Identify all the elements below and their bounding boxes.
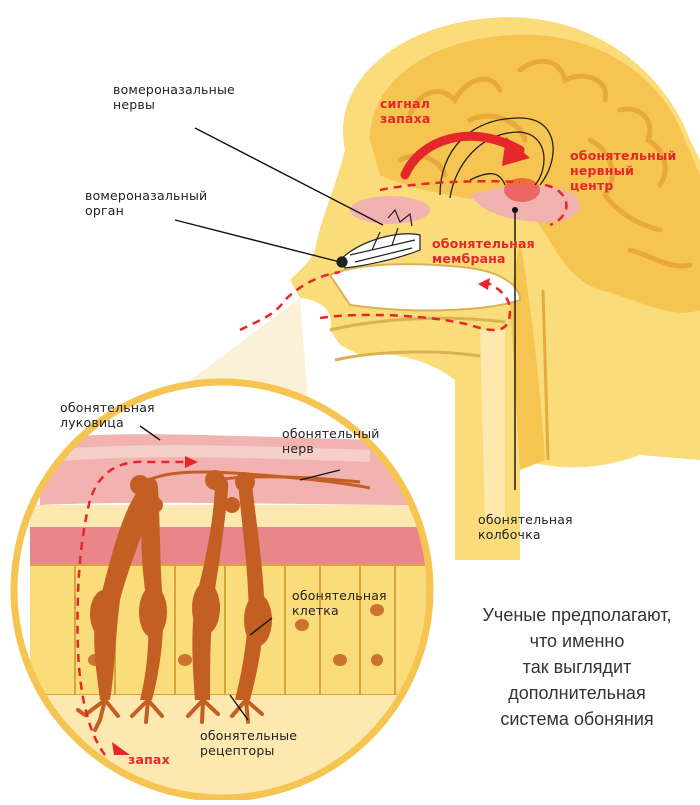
label-olfactory-receptors: обонятельные рецепторы: [200, 728, 298, 758]
circle-smell-path: [76, 460, 185, 756]
label-olfactory-knob: обонятельная колбочка: [478, 512, 573, 542]
nasal-cavity: [328, 263, 522, 312]
label-vomeronasal-nerves: вомероназальные нервы: [113, 82, 235, 112]
bulb-fibers: [139, 470, 371, 490]
vomeronasal-organ-sketch: [336, 208, 421, 269]
signal-arrow: [400, 131, 525, 180]
label-vomeronasal-organ: вомероназальный орган: [85, 188, 208, 218]
label-olfactory-cell: обонятельная клетка: [292, 588, 387, 618]
brain-folds: [397, 58, 693, 269]
brain-nerve-lines: [439, 117, 554, 199]
receptor-cells: [90, 473, 272, 700]
label-olfactory-nerve-center: обонятельный нервный центр: [570, 148, 677, 193]
label-smell: запах: [128, 752, 170, 767]
label-olfactory-membrane: обонятельная мембрана: [432, 236, 535, 266]
olfactory-center-shape: [470, 185, 581, 223]
caption: Ученые предполагают, что именно так выгл…: [482, 605, 672, 729]
head-silhouette: [290, 17, 700, 561]
head-smell-path: [239, 180, 568, 332]
brain-shape: [370, 34, 700, 313]
label-olfactory-bulb: обонятельная луковица: [60, 400, 155, 430]
magnified-circle: [10, 378, 434, 802]
leader-lines: [139, 127, 516, 721]
label-smell-signal: сигнал запаха: [380, 96, 431, 126]
label-olfactory-nerve: обонятельный нерв: [282, 426, 380, 456]
olfactory-membrane-shape: [350, 196, 430, 224]
